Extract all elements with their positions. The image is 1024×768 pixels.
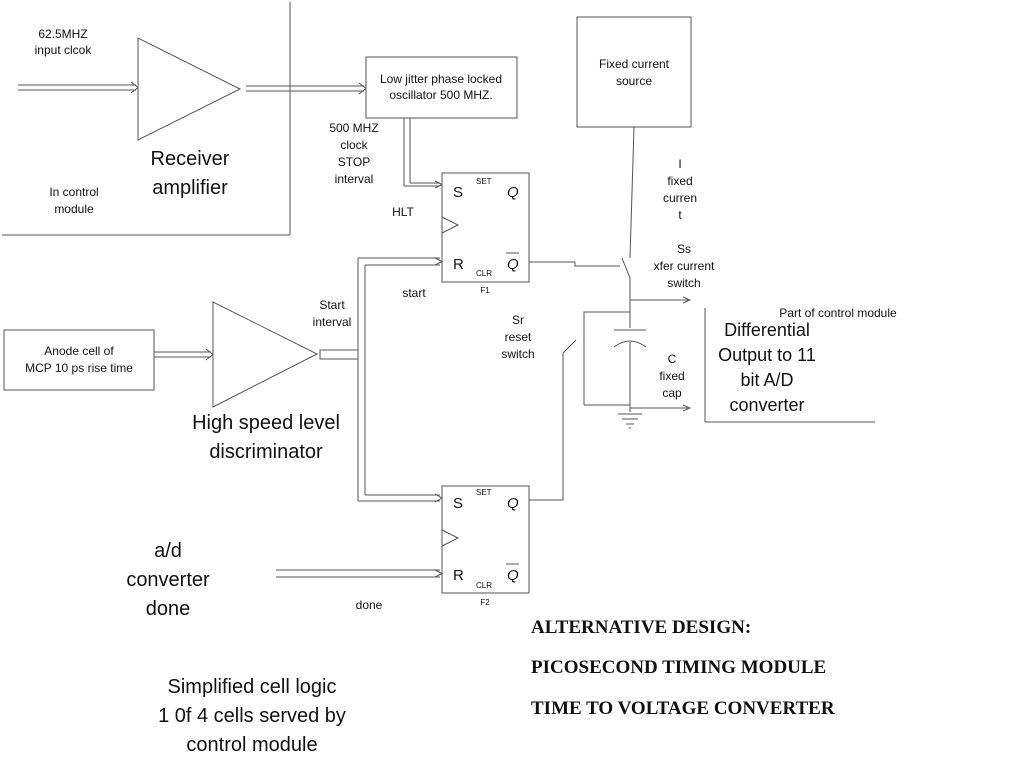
flipflop-f1 — [441, 172, 530, 283]
fixed-cap-label-3: cap — [662, 386, 682, 400]
differential-output-label-1: Differential — [724, 320, 810, 340]
f2-clr-label: CLR — [476, 581, 492, 590]
oscillator-box — [365, 56, 518, 119]
f2-r-label: R — [453, 567, 464, 584]
receiver-amplifier-triangle — [137, 37, 242, 141]
reset-switch-label-3: switch — [501, 347, 534, 361]
f1-r-label: R — [453, 256, 464, 273]
ad-done-arrow — [276, 569, 444, 578]
flipflop-f2 — [441, 485, 530, 594]
differential-output-label-3: bit A/D — [740, 370, 793, 390]
fixed-cap-label-1: C — [668, 352, 677, 366]
reset-switch-path — [529, 311, 630, 501]
in-control-label-2: module — [54, 202, 94, 216]
receiver-amplifier-label-1: Receiver — [151, 148, 230, 170]
ad-done-label-1: a/d — [154, 540, 182, 562]
f1-name-label: F1 — [480, 286, 490, 295]
xfer-switch-label-1: Ss — [677, 242, 691, 256]
input-clock-label-2: input clcok — [35, 43, 93, 57]
clock-stop-label-4: interval — [335, 172, 374, 186]
f2-qbar-label: Q — [507, 567, 519, 584]
f1-qbar-label: Q — [507, 256, 519, 273]
receiver-amplifier-label-2: amplifier — [152, 177, 228, 199]
simplified-label-2: 1 0f 4 cells served by — [158, 705, 346, 727]
f2-s-label: S — [453, 495, 463, 512]
fixed-current-source-label-2: source — [616, 74, 652, 88]
anode-cell-label-1: Anode cell of — [44, 344, 114, 358]
clock-stop-label-2: clock — [340, 138, 368, 152]
in-control-label-1: In control — [49, 185, 98, 199]
differential-output-label-4: converter — [729, 395, 804, 415]
f1-q-label: Q — [507, 184, 519, 201]
hlt-label: HLT — [392, 205, 414, 219]
start-interval-bus — [319, 257, 444, 503]
alt-design-title-2: PICOSECOND TIMING MODULE — [531, 657, 826, 678]
differential-output-label-2: Output to 11 — [718, 345, 816, 365]
clock-stop-label-3: STOP — [338, 155, 370, 169]
oscillator-label-2: oscillator 500 MHZ. — [389, 88, 492, 102]
fixed-current-source-label-1: Fixed current — [599, 57, 670, 71]
fixed-cap-label-2: fixed — [659, 369, 684, 383]
xfer-switch-label-3: switch — [667, 276, 700, 290]
f1-set-label: SET — [476, 177, 492, 186]
f2-name-label: F2 — [480, 598, 490, 607]
input-clock-arrow — [18, 81, 139, 94]
alt-design-title-1: ALTERNATIVE DESIGN: — [531, 617, 751, 638]
discriminator-label-2: discriminator — [209, 441, 323, 463]
f2-q-label: Q — [507, 495, 519, 512]
f2-set-label: SET — [476, 488, 492, 497]
control-module-boundary — [704, 308, 875, 423]
clock-stop-label-1: 500 MHZ — [329, 121, 378, 135]
xfer-switch-label-2: xfer current — [654, 259, 715, 273]
ad-done-label-3: done — [146, 598, 191, 620]
start-interval-label-1: Start — [319, 298, 345, 312]
fixed-current-source-box — [576, 16, 692, 128]
fixed-current-label-1: I — [678, 157, 681, 171]
oscillator-label-1: Low jitter phase locked — [380, 72, 502, 86]
simplified-label-3: control module — [186, 734, 317, 756]
fixed-current-label-3: curren — [663, 191, 697, 205]
ad-done-label-2: converter — [126, 569, 210, 591]
discriminator-triangle — [212, 301, 319, 408]
alt-design-title-3: TIME TO VOLTAGE CONVERTER — [531, 698, 835, 719]
amp-to-oscillator-arrow — [246, 82, 367, 95]
part-of-control-label: Part of control module — [779, 306, 897, 320]
start-label: start — [402, 286, 426, 300]
reset-switch-label-1: Sr — [512, 313, 524, 327]
clock-line — [403, 118, 444, 189]
fixed-current-label-2: fixed — [667, 174, 692, 188]
anode-cell-label-2: MCP 10 ps rise time — [25, 361, 133, 375]
f1-s-label: S — [453, 184, 463, 201]
anode-cell-box — [3, 329, 155, 391]
current-path — [529, 126, 692, 429]
anode-to-discriminator-arrow — [154, 348, 214, 361]
fixed-current-label-4: t — [678, 208, 682, 222]
f1-clr-label: CLR — [476, 269, 492, 278]
start-interval-label-2: interval — [313, 315, 352, 329]
done-label: done — [356, 598, 383, 612]
simplified-label-1: Simplified cell logic — [168, 676, 337, 698]
control-module-region — [2, 2, 291, 236]
input-clock-label-1: 62.5MHZ — [38, 27, 87, 41]
reset-switch-label-2: reset — [505, 330, 532, 344]
discriminator-label-1: High speed level — [192, 412, 340, 434]
